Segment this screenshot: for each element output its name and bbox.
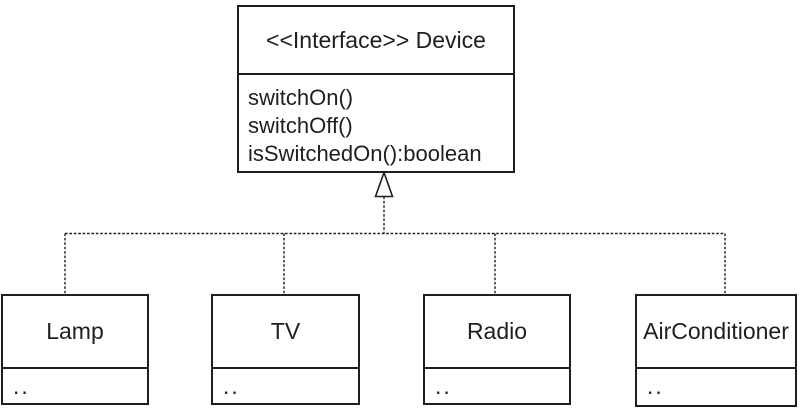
class-name-tv: TV [213,296,358,369]
class-body-tv: .. [223,372,240,399]
class-name-lamp: Lamp [3,296,147,369]
interface-name: <<Interface>> Device [239,7,513,75]
realization-arrowhead-icon [374,170,394,198]
method-switchon: switchOn() [248,85,354,110]
method-switchoff: switchOff() [248,113,353,138]
class-name-airconditioner: AirConditioner [637,296,795,369]
class-body-lamp: .. [13,372,30,399]
class-box-tv: TV .. [211,294,360,405]
class-box-airconditioner: AirConditioner .. [635,294,797,407]
interface-device-box: <<Interface>> Device switchOn() switchOf… [237,5,515,173]
class-body-radio: .. [435,372,452,399]
class-box-radio: Radio .. [423,294,571,405]
class-box-lamp: Lamp .. [1,294,149,405]
interface-methods-compartment: switchOn() switchOff() isSwitchedOn():bo… [239,75,513,168]
class-body-airconditioner: .. [647,372,664,399]
method-isswitchedon: isSwitchedOn():boolean [248,141,482,166]
class-name-radio: Radio [425,296,569,369]
connector-dashed-lines [64,196,726,294]
